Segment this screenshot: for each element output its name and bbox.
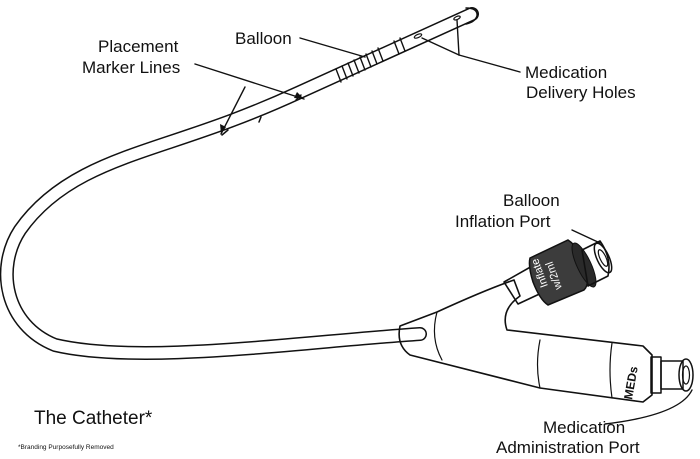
y-connector [398, 264, 653, 403]
inflation-valve: Inflate w/2ml [528, 239, 597, 306]
delivery-holes [413, 15, 461, 39]
leader-lines [194, 19, 693, 425]
catheter-tube [0, 7, 479, 360]
label-balloon: Balloon [235, 29, 292, 48]
hub-text: MEDs [621, 365, 641, 401]
label-inflation-line2: Inflation Port [455, 212, 551, 231]
footnote: *Branding Purposefully Removed [18, 444, 114, 451]
label-placement-line1: Placement [98, 37, 179, 56]
label-admin-line1: Medication [543, 418, 625, 437]
balloon-inflation-port [581, 240, 613, 287]
label-inflation-line1: Balloon [503, 191, 560, 210]
medication-administration-port: MEDs [621, 356, 694, 401]
label-med-holes-line1: Medication [525, 63, 607, 82]
label-admin-line2: Administration Port [496, 438, 640, 457]
diagram-caption: The Catheter* [34, 408, 153, 429]
balloon-bands [335, 37, 406, 83]
label-med-holes-line2: Delivery Holes [526, 83, 636, 102]
label-placement-line2: Marker Lines [82, 58, 180, 77]
